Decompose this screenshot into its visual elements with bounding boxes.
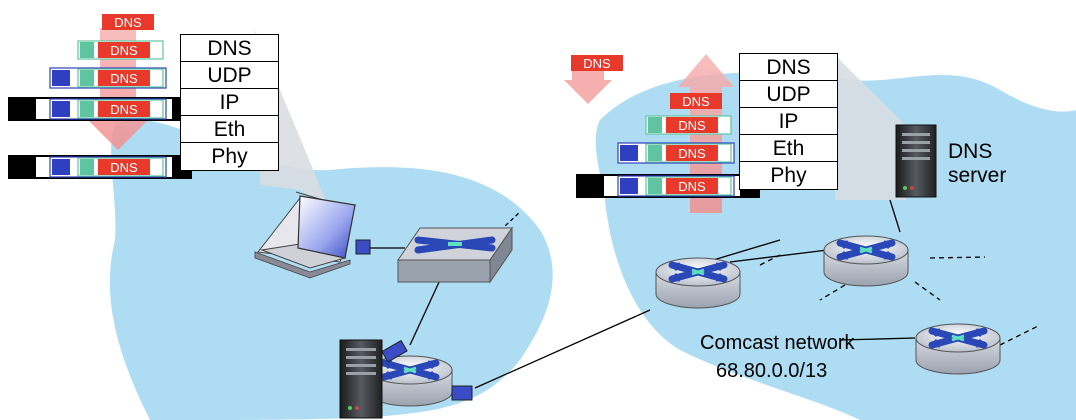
dns-message-label: DNS [110,160,138,175]
stack-layer-udp: UDP [181,62,278,89]
dns-message-label: DNS [583,56,611,71]
dns-message-label: DNS [678,179,706,194]
router-icon [656,258,740,308]
dns-message [98,42,150,58]
stack-layer-ip: IP [740,108,837,135]
udp-header [80,42,94,58]
router-icon [824,236,908,286]
dns-message [98,101,150,117]
stack-layer-udp: UDP [740,81,837,108]
switch-icon [397,226,513,284]
udp-header [648,145,662,161]
ip-header [52,159,70,175]
dns-message [102,14,154,30]
dns-message-label: DNS [114,15,142,30]
udp-header [648,117,662,133]
ip-header [52,101,70,117]
dns-message-label: DNS [682,94,710,109]
dns-message-label: DNS [678,118,706,133]
udp-header [648,178,662,194]
dns-message [98,70,150,86]
ip-header [620,145,638,161]
server-icon [339,339,383,419]
dns-message-label: DNS [110,43,138,58]
udp-header [80,159,94,175]
router-icon [368,339,473,406]
dns-message-label: DNS [110,102,138,117]
dns-server-label-line2: server [948,164,1007,187]
dns-message [666,117,718,133]
router-icon [916,324,1000,374]
stack-layer-eth: Eth [740,135,837,162]
stack-layer-ip: IP [181,89,278,116]
links [358,199,1041,389]
client-protocol-stack: DNS UDP IP Eth Phy [180,34,279,171]
dns-down-arrow [564,70,612,104]
stack-layer-phy: Phy [211,145,248,168]
ip-header [620,178,638,194]
comcast-prefix-label: 68.80.0.0/13 [716,360,828,382]
dns-message-label: DNS [110,71,138,86]
dns-message [98,159,150,175]
ip-header [52,70,70,86]
dns-message [571,55,623,71]
stack-layer-dns: DNS [740,54,837,81]
stack-layer-eth: Eth [181,116,278,143]
dns-message [666,178,718,194]
dns-message-label: DNS [678,146,706,161]
dns-message [666,145,718,161]
udp-header [80,70,94,86]
dns-server-icon [895,124,937,198]
server-protocol-stack: DNS UDP IP Eth Phy [739,53,838,190]
comcast-network-label: Comcast network [700,332,855,354]
dns-server-label-line1: DNS [948,140,993,163]
laptop-icon [254,191,371,279]
stack-layer-phy: Phy [770,164,807,187]
dns-message [670,93,722,109]
udp-header [80,101,94,117]
packets: DNS DNS DNS DNS DNS DNS DNS DNS DNS DNS [8,14,760,198]
stack-layer-dns: DNS [181,35,278,62]
